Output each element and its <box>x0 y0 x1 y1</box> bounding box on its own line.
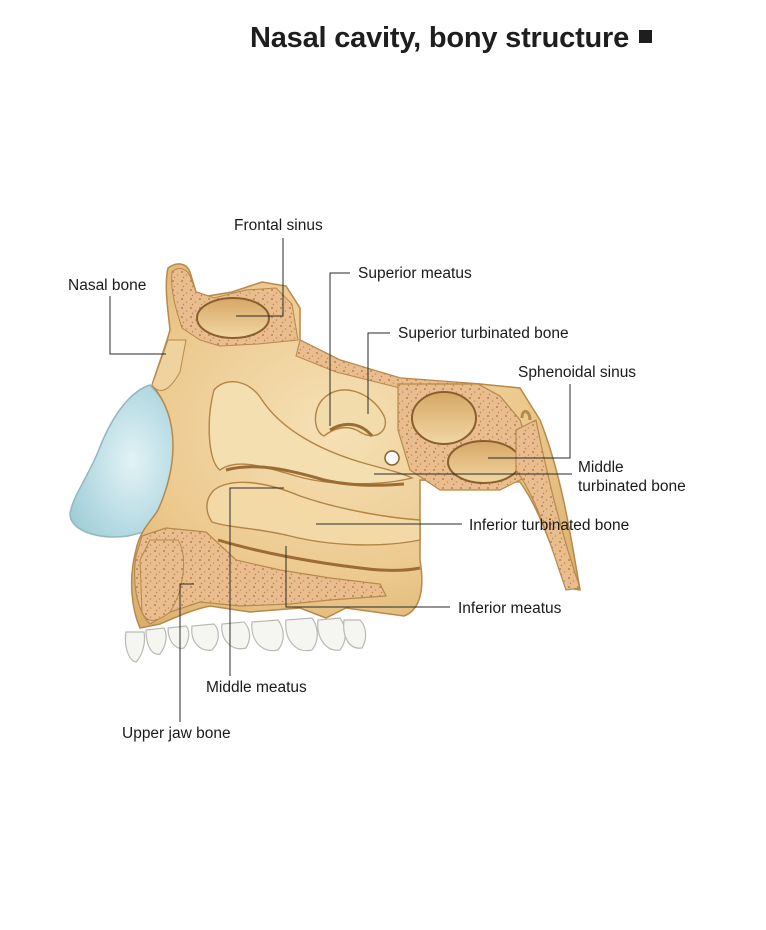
black-square-icon <box>639 30 653 43</box>
tooth <box>285 617 318 652</box>
leader-upper-jaw-bone <box>179 583 194 722</box>
leader-superior-turbinated-bone <box>367 332 390 414</box>
tooth <box>124 631 146 663</box>
label-sphenoidal-sinus: Sphenoidal sinus <box>518 364 637 381</box>
teeth <box>124 617 367 663</box>
tooth <box>343 619 367 649</box>
page-title-text: Nasal cavity, bony structure <box>250 22 630 54</box>
sphenoid-cavity-upper <box>411 391 477 445</box>
leader-nasal-bone <box>109 296 166 355</box>
nasal-bone <box>151 339 187 391</box>
maxilla-anterior-spongy <box>139 539 184 621</box>
leader-middle-meatus <box>229 487 284 676</box>
inferior-meatus-groove <box>217 538 421 572</box>
pterygoid-hook <box>520 410 532 421</box>
label-upper-jaw-bone: Upper jaw bone <box>122 725 231 742</box>
label-superior-turbinated-bone: Superior turbinated bone <box>398 325 569 342</box>
pterygoid-plate <box>515 419 581 591</box>
sphenoidal-sinus-cavity <box>447 440 521 484</box>
frontal-sinus-cavity <box>196 297 270 339</box>
label-middle-meatus: Middle meatus <box>206 679 307 696</box>
middle-turbinate <box>208 381 415 485</box>
tooth <box>317 617 346 651</box>
label-frontal-sinus: Frontal sinus <box>234 217 323 234</box>
tooth <box>167 625 190 649</box>
bone-main <box>130 263 581 629</box>
tooth <box>251 619 284 652</box>
leader-lines <box>109 238 572 722</box>
leader-frontal-sinus <box>236 238 284 317</box>
foramen <box>384 450 400 466</box>
leader-superior-meatus <box>329 272 350 426</box>
label-middle-turbinated-bone: Middle turbinated bone <box>578 458 686 496</box>
tooth <box>221 621 251 650</box>
page-title: Nasal cavity, bony structure <box>250 22 653 55</box>
label-inferior-meatus: Inferior meatus <box>458 600 562 617</box>
label-inferior-turbinated-bone: Inferior turbinated bone <box>469 517 630 534</box>
middle-meatus-groove <box>225 465 405 487</box>
label-middle-turbinated-bone-line1: Middle <box>578 459 624 476</box>
tooth <box>191 623 219 651</box>
label-middle-turbinated-bone-line2: turbinated bone <box>578 478 686 495</box>
tooth <box>145 627 167 655</box>
inferior-turbinate <box>206 481 421 546</box>
leader-sphenoidal-sinus <box>488 384 571 459</box>
leader-inferior-meatus <box>285 546 450 608</box>
label-superior-meatus: Superior meatus <box>358 265 472 282</box>
label-nasal-bone: Nasal bone <box>68 277 147 294</box>
superior-meatus-groove <box>329 422 374 438</box>
